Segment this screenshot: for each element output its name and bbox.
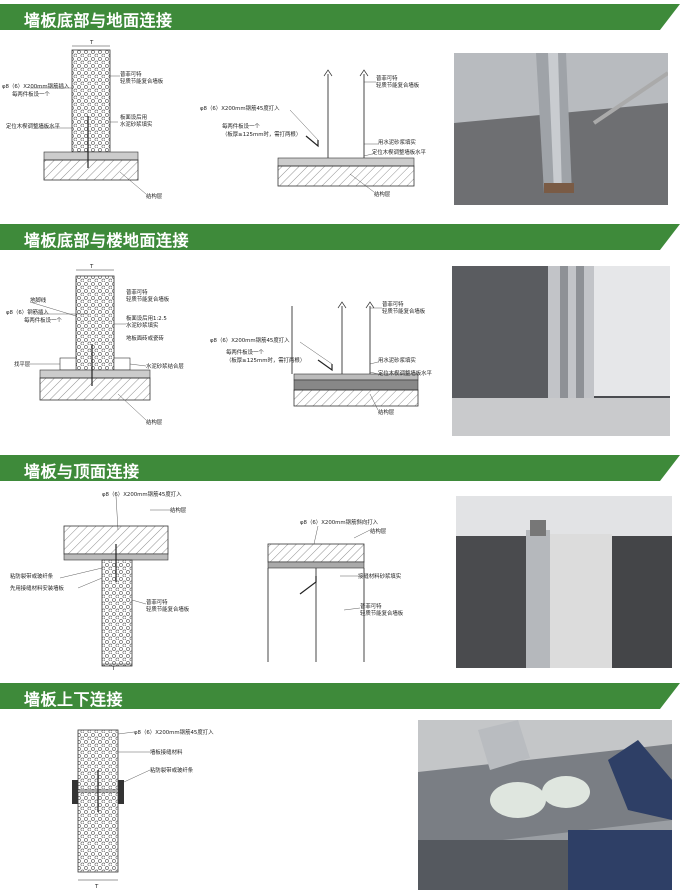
panel-name-2: 轻质节能复合墙板 [360,609,404,617]
every-label: 每两件板设一个 [222,122,260,130]
joint-label: 墙板接缝材料 [150,748,183,756]
adhesive-label: 先用接缝材料安装墙板 [10,584,65,592]
structure-label: 结构层 [370,527,387,535]
bond-label: 水泥砂浆结合层 [146,362,184,370]
floor-joint-detail-left: T φ8（6）X200mm钢筋插入 每两件板设一个 定位木楔调整墙板水平 普菲可… [2,40,164,200]
panel-name-2: 轻质节能复合墙板 [376,81,420,89]
rebar-label: φ8（6）X200mm钢筋斜向打入 [300,518,379,526]
rebar-label: φ8（6）X200mm钢筋插入 [2,82,70,90]
ceiling-joint-detail-left: T φ8（6）X200mm钢筋45度打入 结构层 粘防裂带或玻纤条 先用接缝材料… [10,490,190,672]
panel-stack-detail: T φ8（6）X200mm钢筋45度打入 墙板接缝材料 粘防裂带或玻纤条 [72,728,214,890]
rebar45-label: φ8（6）X200mm钢筋45度打入 [210,336,290,344]
structure-label: 结构层 [374,190,391,198]
panel-name-1: 普菲可特 [126,288,148,296]
panel-name-2: 轻质节能复合墙板 [126,295,170,303]
panel-name-2: 轻质节能复合墙板 [146,605,190,613]
every-label: 每两件板设一个 [226,348,264,356]
section-title: 墙板与顶面连接 [24,462,140,481]
panel-joint-floor-photo [452,266,670,436]
section-title: 墙板底部与地面连接 [24,11,173,30]
banner-background [0,4,680,30]
steel-stud-floor-photo [454,53,670,205]
panel-name-1: 普菲可特 [376,74,398,82]
rebar-label: φ8（6）钢筋插入 [6,308,49,316]
section-banner-4: 墙板上下连接 [0,683,680,709]
note-label: （板厚≥125mm时，需打两根） [222,130,301,138]
section-title: 墙板上下连接 [24,690,124,709]
panel-name-1: 普菲可特 [382,300,404,308]
structure-label: 结构层 [170,506,187,514]
section-3-content: T φ8（6）X200mm钢筋45度打入 结构层 粘防裂带或玻纤条 先用接缝材料… [0,486,680,672]
worker-installing-panel-photo [418,720,672,890]
per-piece-label: 每两件板设一个 [12,90,50,98]
section-banner-3: 墙板与顶面连接 [0,455,680,481]
level-label: 找平层 [14,360,31,368]
joint-label-2: 水泥砂浆填实 [120,120,153,128]
panel-name-2: 轻质节能复合墙板 [382,307,426,315]
section-banner-1: 墙板底部与地面连接 [0,4,680,30]
structure-label: 结构层 [146,192,163,200]
rebar45-label: φ8（6）X200mm钢筋45度打入 [200,104,280,112]
tape-label: 粘防裂带或玻纤条 [10,572,54,580]
section-1-content: T φ8（6）X200mm钢筋插入 每两件板设一个 定位木楔调整墙板水平 普菲可… [0,36,680,214]
panel-ceiling-joint-photo [456,496,672,668]
panel-name-2: 轻质节能复合墙板 [120,77,164,85]
wedge-label: 定位木楔调整墙板水平 [372,148,427,156]
width-label: T [89,40,94,46]
joint-label-1: 板面设后用 [120,113,147,121]
banner-background [0,455,680,481]
joint-label-2: 水泥砂浆填实 [126,321,159,329]
baseboard-label: 地脚线 [30,296,47,304]
structure-label: 结构层 [378,408,395,416]
section-banner-2: 墙板底部与楼地面连接 [0,224,680,250]
section-2-content: T 地脚线 φ8（6）钢筋插入 每两件板设一个 找平层 普菲可特 轻质节能复合墙… [0,254,680,440]
section-title: 墙板底部与楼地面连接 [24,231,190,250]
rebar45-label: φ8（6）X200mm钢筋45度打入 [102,490,182,498]
mortar-label: 用水泥砂浆填实 [378,138,416,146]
floor-joint-detail-right: φ8（6）X200mm钢筋45度打入 每两件板设一个 （板厚≥125mm时，需打… [200,69,427,198]
width-label: T [111,666,116,672]
panel-name-1: 普菲可特 [360,602,382,610]
structure-label: 结构层 [146,418,163,426]
floor-slab-detail-right: φ8（6）X200mm钢筋45度打入 每两件板设一个 （板厚≥125mm时，需打… [210,300,433,416]
panel-name-1: 普菲可特 [120,70,142,78]
width-label: T [89,264,94,270]
panel-name-1: 普菲可特 [146,598,168,606]
tile-label: 地板面砖或瓷砖 [126,334,164,342]
ceiling-joint-detail-right: φ8（6）X200mm钢筋斜向打入 结构层 接缝材料砂浆填实 普菲可特 轻质节能… [267,518,404,662]
note-label: （板厚≥125mm时，需打两根） [226,356,305,364]
per-piece-label: 每两件板设一个 [24,316,62,324]
section-4-content: T φ8（6）X200mm钢筋45度打入 墙板接缝材料 粘防裂带或玻纤条 [0,712,680,895]
wedge-label: 定位木楔调整墙板水平 [378,369,433,377]
width-label: T [94,884,99,890]
mortar-label: 接缝材料砂浆填实 [358,572,402,580]
joint-label-1: 板面设后用1:2.5 [126,314,167,322]
mortar-label: 用水泥砂浆填实 [378,356,416,364]
wedge-label: 定位木楔调整墙板水平 [6,122,61,130]
banner-background [0,683,680,709]
banner-background [0,224,680,250]
floor-slab-detail-left: T 地脚线 φ8（6）钢筋插入 每两件板设一个 找平层 普菲可特 轻质节能复合墙… [6,264,184,426]
rebar45-label: φ8（6）X200mm钢筋45度打入 [134,728,214,736]
tape-label: 粘防裂带或玻纤条 [150,766,194,774]
